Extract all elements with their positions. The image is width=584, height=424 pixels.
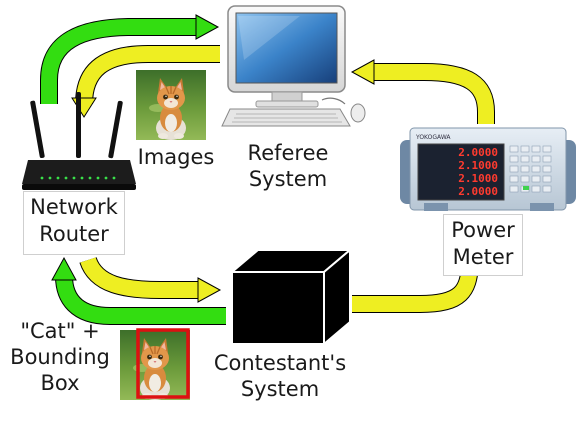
kitten-bounding-box-image <box>119 328 191 401</box>
power-meter-icon: YOKOGAWA 2.0000 2.1000 2.1000 2.0000 <box>400 127 576 211</box>
kitten-photo-image <box>135 69 207 141</box>
images-label: Images <box>137 145 215 169</box>
meter-reading: 2.1000 <box>458 172 498 185</box>
bounding-box-rect <box>136 328 190 399</box>
contestant-cube-icon <box>231 249 351 345</box>
meter-reading: 2.1000 <box>458 159 498 172</box>
meter-reading: 2.0000 <box>458 185 498 198</box>
power-meter-label: Power Meter <box>443 214 523 276</box>
network-router-icon <box>22 92 136 190</box>
network-router-label: Network Router <box>23 191 125 255</box>
meter-brand-text: YOKOGAWA <box>415 134 451 141</box>
meter-reading: 2.0000 <box>458 146 498 159</box>
referee-computer-icon <box>221 5 366 127</box>
referee-system-label: Referee System <box>247 141 329 191</box>
cat-bounding-box-label: "Cat" + Bounding Box <box>10 319 110 395</box>
contestant-system-label: Contestant's System <box>213 351 347 401</box>
meter-readings: 2.0000 2.1000 2.1000 2.0000 <box>458 146 498 198</box>
